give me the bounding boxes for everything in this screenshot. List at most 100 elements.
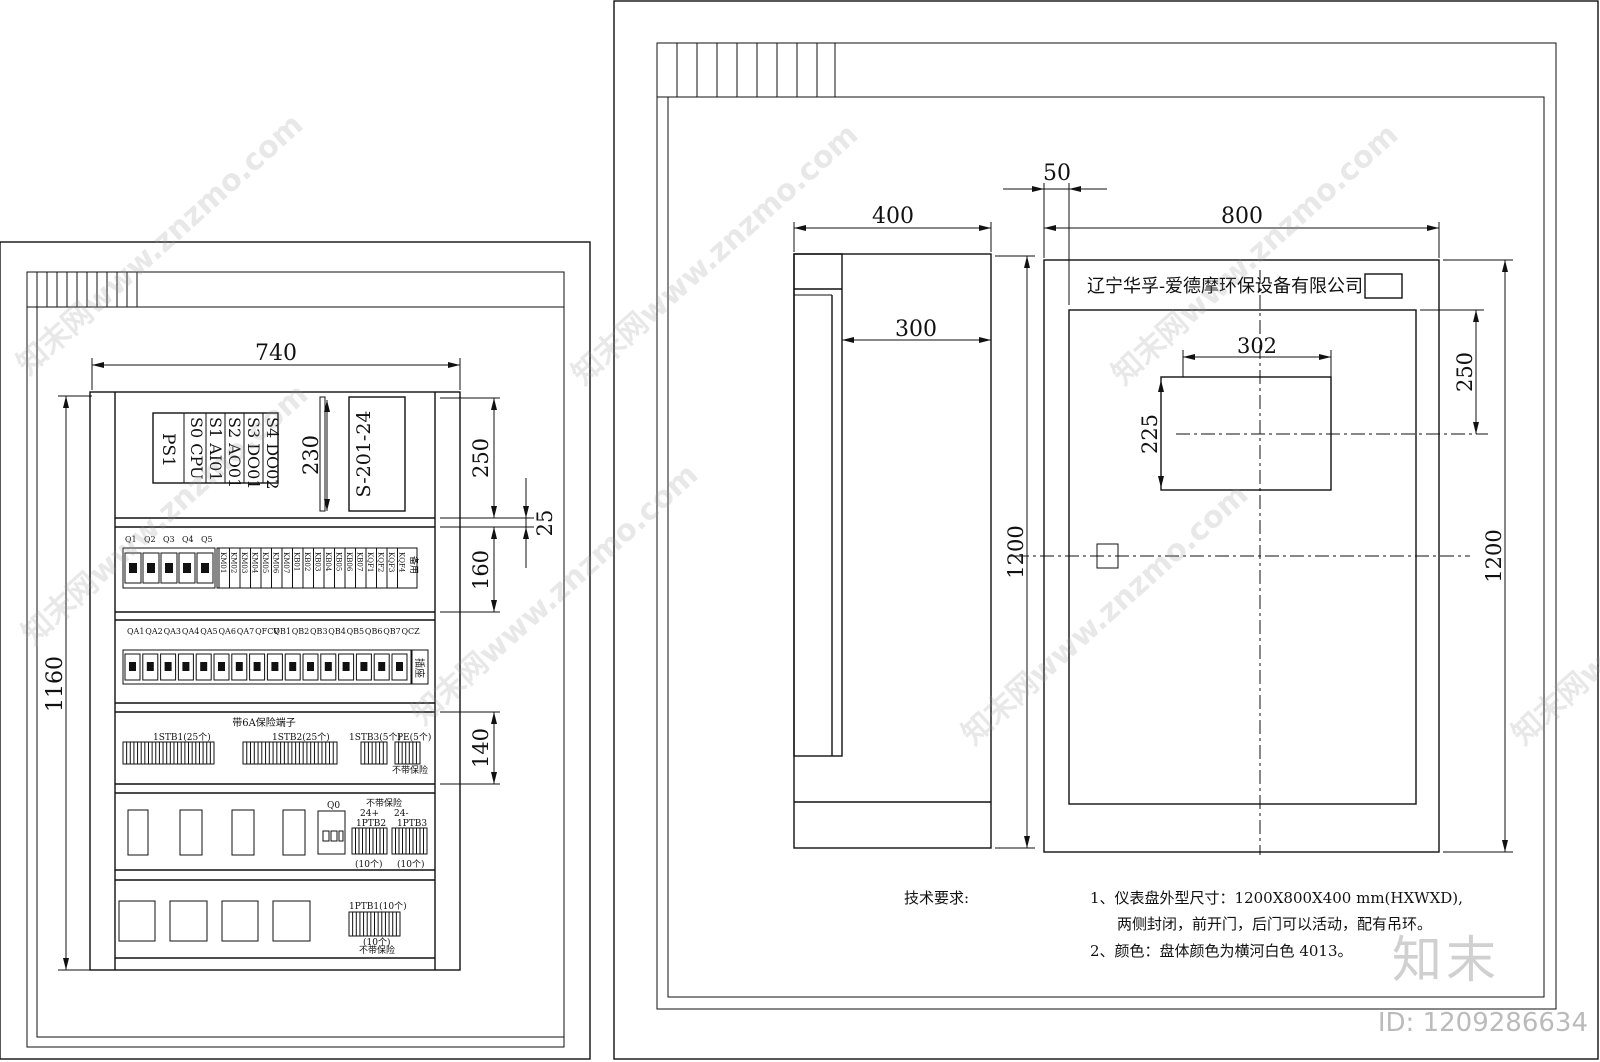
plc-module-label: S2 AO01 xyxy=(225,417,244,488)
breaker xyxy=(124,552,142,584)
right-sheet: 400 300 1200 辽宁华孚-爱德摩环保设备有限公司 50 800 xyxy=(613,0,1599,1060)
dim-25: 25 xyxy=(533,510,557,537)
relay-label: KM01 xyxy=(219,552,227,573)
row3-stb1: 1STB1(25个) xyxy=(153,732,211,743)
dim-50: 50 xyxy=(1043,161,1071,186)
plc-module-label: S3 DO01 xyxy=(244,417,263,490)
dim-800: 800 xyxy=(1221,204,1263,229)
breaker-toggle xyxy=(129,563,137,573)
row2-breaker-label: QA5 xyxy=(200,627,217,636)
relay-label: KM07 xyxy=(282,552,290,573)
row1-breaker-label: Q3 xyxy=(163,535,175,544)
right-title-strip xyxy=(656,42,836,98)
breaker xyxy=(302,653,319,681)
dim-1160: 1160 xyxy=(43,656,68,712)
row2-breaker-label: QA3 xyxy=(164,627,181,636)
breaker xyxy=(355,653,372,681)
relay-label: KM06 xyxy=(272,552,280,574)
row3-stb2: 1STB2(25个) xyxy=(272,732,330,743)
relay-label: KM04 xyxy=(251,552,259,574)
nameplate xyxy=(1364,273,1403,299)
breaker-toggle xyxy=(289,662,297,671)
relay-label: KM05 xyxy=(261,552,269,573)
breaker xyxy=(142,653,159,681)
row4-ptb3: 1PTB3 xyxy=(397,819,427,829)
row2-breaker-label: QB1 xyxy=(273,627,291,636)
breaker-toggle xyxy=(164,662,172,671)
relay-label: KQF2 xyxy=(377,552,385,572)
breaker-toggle xyxy=(307,662,314,671)
cabinet-body xyxy=(89,391,461,971)
right-sheet-border xyxy=(613,0,1599,1060)
breaker xyxy=(373,653,390,681)
breaker xyxy=(196,552,214,584)
dim-250-left: 250 xyxy=(469,438,493,478)
row3-title: 带6A保险端子 xyxy=(232,716,296,729)
row1-spare: 备用 xyxy=(408,556,420,574)
breaker-toggle xyxy=(342,662,350,671)
row4-m24: 24- xyxy=(394,809,409,819)
row2-breaker-label: QB6 xyxy=(365,627,383,636)
breaker xyxy=(195,653,212,681)
breaker-toggle xyxy=(201,563,209,573)
row4-title: 不带保险 xyxy=(366,797,402,809)
relay-label: KB05 xyxy=(335,552,343,571)
row1-breaker-label: Q2 xyxy=(144,535,156,544)
relay-label: KB07 xyxy=(356,552,364,571)
dim-160: 160 xyxy=(469,550,493,590)
row5-ptb1: 1PTB1(10个) xyxy=(349,901,407,912)
row3-stb3: 1STB3(5个) xyxy=(349,732,401,743)
row1-breaker-label: Q1 xyxy=(125,535,137,544)
row5-cnt: (10个) xyxy=(363,937,390,948)
right-frame-outer xyxy=(656,42,1557,1010)
tech-req-2: 2、颜色：盘体颜色为横河白色 4013。 xyxy=(1090,942,1353,960)
relay-label: KB01 xyxy=(293,552,301,571)
plc-module-label: S0 CPU xyxy=(187,417,206,479)
row2-breaker-label: QB7 xyxy=(383,627,401,636)
breaker xyxy=(320,653,337,681)
breaker-toggle xyxy=(253,662,261,671)
breaker-toggle xyxy=(218,662,225,671)
dim-230: 230 xyxy=(299,435,323,475)
breaker xyxy=(338,653,355,681)
row4-q0: Q0 xyxy=(327,801,340,811)
terminal-strip xyxy=(242,741,338,765)
row3-pe: PE(5个) xyxy=(397,732,431,743)
breaker-toggle xyxy=(360,662,368,671)
breaker-toggle xyxy=(396,662,403,671)
breaker xyxy=(178,552,196,584)
breaker xyxy=(124,653,141,681)
relay-label: KM02 xyxy=(230,552,238,573)
row2-breaker-label: QA6 xyxy=(219,627,236,636)
left-title-strip xyxy=(26,271,138,308)
terminal-strip xyxy=(360,741,388,765)
terminal-strip xyxy=(122,741,215,765)
relay-label: KQF1 xyxy=(366,552,374,572)
row2-breaker-label: QA7 xyxy=(237,627,254,636)
row2-breaker-label: QA2 xyxy=(145,627,162,636)
breaker xyxy=(391,653,408,681)
tech-req-1: 1、仪表盘外型尺寸：1200X800X400 mm(HXWXD), xyxy=(1090,889,1463,907)
relay-label: KB04 xyxy=(324,552,332,572)
image-id: ID: 1209286634 xyxy=(1377,1008,1588,1038)
breaker-toggle xyxy=(129,662,136,671)
row4-cnt3: (10个) xyxy=(397,859,424,870)
relay-label: KB02 xyxy=(303,552,311,571)
row4-p24: 24+ xyxy=(360,809,379,819)
breaker xyxy=(177,653,194,681)
breaker xyxy=(160,552,178,584)
dim-140: 140 xyxy=(469,728,493,768)
relay-label: KQF3 xyxy=(387,552,395,572)
dim-250-right: 250 xyxy=(1453,352,1477,392)
breaker xyxy=(213,653,230,681)
door-lock xyxy=(1096,543,1119,569)
breaker-toggle xyxy=(271,662,279,671)
row2-breaker-label: QA4 xyxy=(182,627,199,636)
breaker xyxy=(284,653,301,681)
dim-1200-right: 1200 xyxy=(1482,529,1506,582)
tech-title: 技术要求: xyxy=(904,889,969,907)
row4-ptb2: 1PTB2 xyxy=(356,819,386,829)
row2-breaker-label: QB5 xyxy=(347,627,365,636)
